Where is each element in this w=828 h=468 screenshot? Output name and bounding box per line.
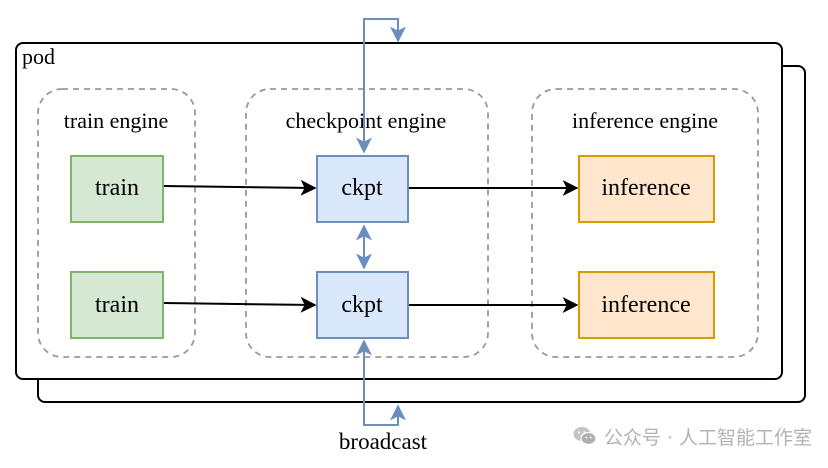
inference-node-top-label: inference bbox=[601, 175, 690, 201]
wechat-icon bbox=[573, 427, 597, 446]
broadcast-loop-top bbox=[356, 18, 406, 154]
broadcast-label: broadcast bbox=[339, 429, 428, 454]
train-to-ckpt-arrow-bottom bbox=[163, 296, 317, 313]
train-node-bottom-label: train bbox=[95, 292, 139, 318]
inference-engine-group bbox=[531, 88, 759, 358]
ckpt-node-bottom bbox=[316, 271, 409, 339]
ckpt-node-bottom-label: ckpt bbox=[341, 292, 383, 318]
watermark-text: 公众号 · 人工智能工作室 bbox=[603, 426, 812, 449]
pod-label: pod bbox=[22, 44, 55, 69]
inference-node-top bbox=[578, 155, 715, 223]
ckpt-node-top bbox=[316, 155, 409, 223]
train-engine-group bbox=[37, 88, 196, 358]
train-to-ckpt-arrow-top bbox=[163, 179, 317, 196]
inference-engine-label: inference engine bbox=[572, 108, 718, 133]
inference-node-bottom bbox=[578, 271, 715, 339]
inference-node-bottom-label: inference bbox=[601, 292, 690, 318]
watermark: 公众号 · 人工智能工作室 bbox=[572, 422, 812, 450]
train-engine-label: train engine bbox=[64, 108, 168, 133]
train-node-bottom bbox=[70, 271, 164, 339]
broadcast-loop-bottom bbox=[356, 339, 406, 426]
train-node-top bbox=[70, 155, 164, 223]
checkpoint-engine-label: checkpoint engine bbox=[286, 108, 447, 133]
train-node-top-label: train bbox=[95, 175, 139, 201]
ckpt-node-top-label: ckpt bbox=[341, 175, 383, 201]
